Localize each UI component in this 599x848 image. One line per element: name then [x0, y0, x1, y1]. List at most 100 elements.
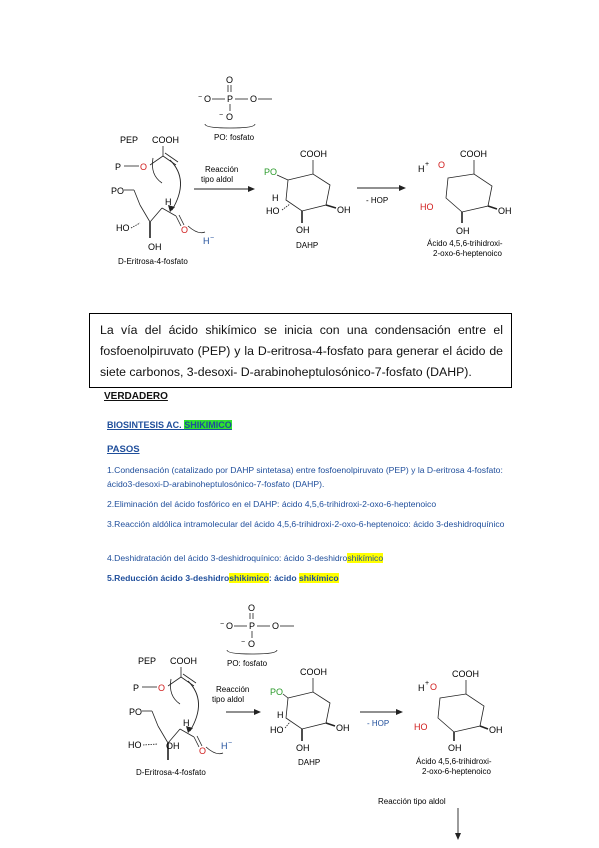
svg-text:H: H: [277, 710, 284, 720]
svg-text:HO: HO: [128, 740, 142, 750]
svg-text:DAHP: DAHP: [296, 241, 318, 250]
svg-text:COOH: COOH: [452, 669, 479, 679]
svg-text:D-Eritrosa-4-fosfato: D-Eritrosa-4-fosfato: [118, 257, 188, 266]
svg-text:Ácido 4,5,6-trihidroxi-: Ácido 4,5,6-trihidroxi-: [416, 757, 492, 766]
svg-text:- HOP: - HOP: [366, 196, 388, 205]
svg-text:HO: HO: [116, 223, 130, 233]
svg-text:PO: PO: [129, 707, 142, 717]
svg-text:PO: PO: [264, 167, 277, 177]
step-5: 5.Reducción ácido 3-deshidroshikimico: á…: [107, 573, 339, 583]
svg-text:+: +: [425, 161, 429, 168]
reaction-scheme-top: O − P O O O − PO: fosfato PEP COOH O P P…: [111, 75, 512, 266]
svg-text:−: −: [219, 112, 223, 119]
reactant-structure: PEP COOH O P PO H O HO OH H − D-Eritrosa…: [111, 135, 214, 266]
svg-text:P: P: [115, 162, 121, 172]
svg-text:PEP: PEP: [138, 656, 156, 666]
product-structure: H + COOH O HO OH OH Ácido 4,5,6-trihidro…: [418, 149, 512, 258]
svg-text:HO: HO: [270, 725, 284, 735]
svg-text:H: H: [183, 718, 190, 728]
svg-text:O: O: [158, 683, 165, 693]
svg-text:OH: OH: [166, 741, 180, 751]
svg-text:O: O: [248, 603, 255, 613]
reaction-arrow-2: - HOP: [360, 709, 403, 728]
svg-text:OH: OH: [448, 743, 462, 753]
svg-text:OH: OH: [489, 725, 503, 735]
svg-text:Ácido 4,5,6-trihidroxi-: Ácido 4,5,6-trihidroxi-: [427, 239, 503, 248]
svg-text:O: O: [226, 75, 233, 85]
svg-text:OH: OH: [296, 225, 310, 235]
svg-text:OH: OH: [337, 205, 351, 215]
svg-text:HO: HO: [266, 206, 280, 216]
svg-text:H: H: [221, 741, 228, 751]
svg-text:Reacción: Reacción: [205, 165, 238, 174]
svg-text:PO: PO: [111, 186, 124, 196]
svg-text:OH: OH: [498, 206, 512, 216]
svg-text:P: P: [133, 683, 139, 693]
step-1: 1.Condensación (catalizado por DAHP sint…: [107, 465, 503, 489]
svg-text:P: P: [249, 621, 255, 631]
svg-text:O: O: [430, 682, 437, 692]
dahp-structure: COOH PO H HO OH OH DAHP: [270, 667, 350, 767]
svg-text:OH: OH: [296, 743, 310, 753]
reaction-scheme-bottom: O − P O O O − PO: fosfato PEP COOH O P P…: [128, 603, 503, 840]
svg-text:H: H: [418, 683, 425, 693]
dahp-structure: COOH PO H HO OH OH DAHP: [264, 149, 351, 250]
svg-text:tipo aldol: tipo aldol: [212, 695, 244, 704]
svg-text:Reacción: Reacción: [216, 685, 249, 694]
svg-text:PEP: PEP: [120, 135, 138, 145]
svg-text:HO: HO: [414, 722, 428, 732]
reaction-arrow-1: Reacción tipo aldol: [194, 165, 255, 192]
svg-text:−: −: [210, 235, 214, 242]
reaction-arrow-1: Reacción tipo aldol: [212, 685, 261, 715]
svg-text:COOH: COOH: [170, 656, 197, 666]
svg-text:−: −: [198, 94, 202, 101]
svg-text:COOH: COOH: [460, 149, 487, 159]
svg-text:OH: OH: [336, 723, 350, 733]
svg-text:O: O: [226, 621, 233, 631]
reactant-structure: PEP COOH O P PO H O HO OH H − D-Eritrosa…: [128, 656, 232, 777]
product-structure: H + COOH O HO OH OH Ácido 4,5,6-trihidro…: [414, 669, 503, 776]
phosphate-structure: O − P O O O − PO: fosfato: [220, 603, 294, 668]
svg-text:O: O: [248, 639, 255, 649]
svg-text:O: O: [272, 621, 279, 631]
step-3: 3.Reacción aldólica intramolecular del á…: [107, 519, 505, 529]
svg-text:HO: HO: [420, 202, 434, 212]
svg-text:O: O: [140, 162, 147, 172]
summary-text-box: La vía del ácido shikímico se inicia con…: [89, 313, 512, 388]
svg-text:COOH: COOH: [300, 149, 327, 159]
svg-text:H: H: [165, 197, 172, 207]
svg-text:H: H: [418, 164, 425, 174]
svg-text:H: H: [272, 193, 279, 203]
section-heading: BIOSINTESIS AC. SHIKIMICO: [107, 420, 232, 430]
svg-text:H: H: [203, 236, 210, 246]
svg-text:O: O: [438, 160, 445, 170]
svg-text:COOH: COOH: [152, 135, 179, 145]
svg-text:O: O: [181, 225, 188, 235]
svg-text:−: −: [220, 621, 224, 628]
step-2: 2.Eliminación del ácido fosfórico en el …: [107, 499, 437, 509]
step-4: 4.Deshidratación del ácido 3-deshidroquí…: [107, 553, 384, 563]
svg-text:PO: fosfato: PO: fosfato: [214, 133, 255, 142]
svg-text:O: O: [199, 746, 206, 756]
phosphate-structure: O − P O O O − PO: fosfato: [198, 75, 272, 142]
pasos-heading: PASOS: [107, 444, 140, 455]
svg-text:2-oxo-6-heptenoico: 2-oxo-6-heptenoico: [433, 249, 502, 258]
svg-text:O: O: [226, 112, 233, 122]
svg-text:DAHP: DAHP: [298, 758, 320, 767]
svg-text:COOH: COOH: [300, 667, 327, 677]
svg-text:Reacción tipo aldol: Reacción tipo aldol: [378, 797, 446, 806]
svg-text:PO: PO: [270, 687, 283, 697]
svg-text:PO: fosfato: PO: fosfato: [227, 659, 268, 668]
svg-text:- HOP: - HOP: [367, 719, 389, 728]
svg-text:OH: OH: [148, 242, 162, 252]
svg-text:tipo aldol: tipo aldol: [201, 175, 233, 184]
reaction-arrow-down: Reacción tipo aldol: [378, 797, 461, 840]
svg-text:D-Eritrosa-4-fosfato: D-Eritrosa-4-fosfato: [136, 768, 206, 777]
svg-text:2-oxo-6-heptenoico: 2-oxo-6-heptenoico: [422, 767, 491, 776]
svg-text:−: −: [241, 639, 245, 646]
svg-text:−: −: [228, 740, 232, 747]
svg-text:O: O: [250, 94, 257, 104]
svg-text:P: P: [227, 94, 233, 104]
verdadero-label: VERDADERO: [104, 391, 168, 402]
svg-text:+: +: [425, 680, 429, 687]
